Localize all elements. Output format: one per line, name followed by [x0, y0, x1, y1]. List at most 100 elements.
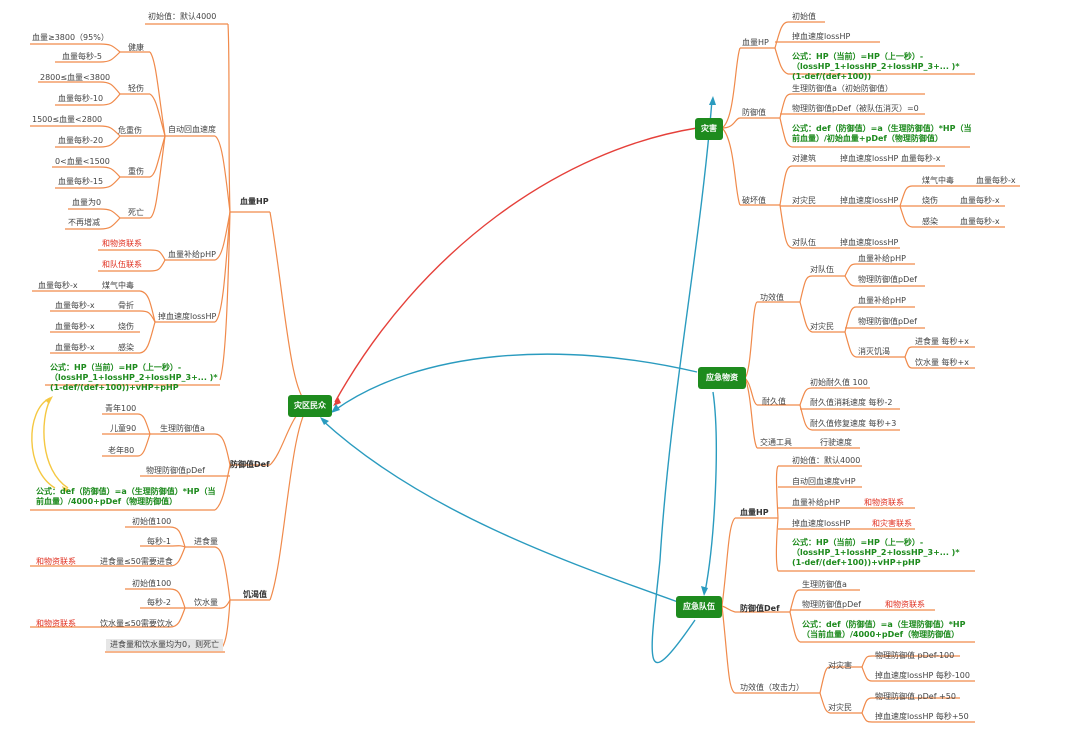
- civ-link-supplies[interactable]: 和物资联系: [102, 239, 142, 248]
- sup-drink[interactable]: 饮水量 每秒+x: [915, 358, 969, 367]
- center-team[interactable]: 应急队伍: [676, 596, 722, 618]
- civ-severe[interactable]: 重伤: [128, 167, 144, 176]
- sup-civ-pdef[interactable]: 物理防御值pDef: [858, 317, 917, 326]
- civ-light[interactable]: 轻伤: [128, 84, 144, 93]
- team-c-loss[interactable]: 掉血速度lossHP 每秒+50: [875, 712, 969, 721]
- dis-formula-def[interactable]: 公式：def（防御值）=a（生理防御值）*HP（当前血量）/初始血量+pDef（…: [792, 124, 972, 143]
- dis-infect-mx[interactable]: 血量每秒-x: [960, 217, 1000, 226]
- civ-m5[interactable]: 血量每秒-5: [62, 52, 102, 61]
- dis-burn[interactable]: 烧伤: [922, 196, 938, 205]
- civ-regen[interactable]: 自动回血速度: [168, 125, 216, 134]
- dis-gas[interactable]: 煤气中毒: [922, 176, 954, 185]
- civ-elder[interactable]: 老年80: [108, 446, 135, 455]
- civ-water-link[interactable]: 和物资联系: [36, 619, 76, 628]
- sup-transport[interactable]: 交通工具: [760, 438, 792, 447]
- civ-critical[interactable]: 危重伤: [118, 126, 142, 135]
- civ-hp3800[interactable]: 血量≥3800（95%）: [32, 33, 109, 42]
- sup-team-pdef[interactable]: 物理防御值pDef: [858, 275, 917, 284]
- sup-team-php[interactable]: 血量补给pHP: [858, 254, 906, 263]
- civ-m15[interactable]: 血量每秒-15: [58, 177, 104, 186]
- dis-to-build[interactable]: 对建筑: [792, 154, 816, 163]
- civ-child[interactable]: 儿童90: [110, 424, 137, 433]
- dis-loss[interactable]: 掉血速度lossHP: [792, 32, 851, 41]
- civ-food-link[interactable]: 和物资联系: [36, 557, 76, 566]
- team-physio[interactable]: 生理防御值a: [802, 580, 847, 589]
- sup-thirst[interactable]: 消灭饥渴: [858, 347, 890, 356]
- civ-die-note[interactable]: 进食量和饮水量均为0，则死亡: [106, 639, 224, 651]
- center-supplies[interactable]: 应急物资: [698, 367, 746, 389]
- team-to-civ[interactable]: 对灾民: [828, 703, 852, 712]
- civ-water[interactable]: 饮水量: [194, 598, 218, 607]
- civ-hunger[interactable]: 饥渴值: [243, 590, 267, 599]
- dis-formula-hp[interactable]: 公式：HP（当前）=HP（上一秒）-（lossHP_1+lossHP_2+los…: [792, 52, 960, 81]
- civ-formula-hp[interactable]: 公式：HP（当前）=HP（上一秒）-（lossHP_1+lossHP_2+los…: [50, 363, 218, 392]
- dis-hp[interactable]: 血量HP: [742, 38, 769, 47]
- sup-civ-php[interactable]: 血量补给pHP: [858, 296, 906, 305]
- sup-dur-init[interactable]: 初始耐久值 100: [810, 378, 868, 387]
- team-d-pdef[interactable]: 物理防御值 pDef-100: [875, 651, 955, 660]
- sup-to-civ[interactable]: 对灾民: [810, 322, 834, 331]
- civ-r1500[interactable]: 1500≤血量<2800: [32, 115, 103, 124]
- civ-food[interactable]: 进食量: [194, 537, 218, 546]
- civ-gas[interactable]: 煤气中毒: [102, 281, 134, 290]
- dis-infect[interactable]: 感染: [922, 217, 938, 226]
- sup-to-team[interactable]: 对队伍: [810, 265, 834, 274]
- civ-death[interactable]: 死亡: [128, 208, 144, 217]
- civ-water-rate[interactable]: 每秒-2: [147, 598, 171, 607]
- team-effect[interactable]: 功效值（攻击力）: [740, 683, 804, 692]
- civ-youth[interactable]: 青年100: [105, 404, 137, 413]
- civ-food-init[interactable]: 初始值100: [132, 517, 172, 526]
- civ-link-team[interactable]: 和队伍联系: [102, 260, 142, 269]
- team-physical[interactable]: 物理防御值pDef: [802, 600, 861, 609]
- civ-gas-mx[interactable]: 血量每秒-x: [38, 281, 78, 290]
- dis-build-loss[interactable]: 掉血速度lossHP 血量每秒-x: [840, 154, 941, 163]
- sup-dur-consume[interactable]: 耐久值消耗速度 每秒-2: [810, 398, 893, 407]
- dis-burn-mx[interactable]: 血量每秒-x: [960, 196, 1000, 205]
- civ-supply[interactable]: 血量补给pHP: [168, 250, 216, 259]
- dis-def[interactable]: 防御值: [742, 108, 766, 117]
- team-d-loss[interactable]: 掉血速度lossHP 每秒-100: [875, 671, 970, 680]
- team-regen[interactable]: 自动回血速度vHP: [792, 477, 856, 486]
- civ-physio[interactable]: 生理防御值a: [160, 424, 205, 433]
- team-def[interactable]: 防御值Def: [740, 604, 780, 613]
- civ-def[interactable]: 防御值Def: [230, 460, 270, 469]
- dis-to-civ[interactable]: 对灾民: [792, 196, 816, 205]
- civ-infect[interactable]: 感染: [118, 343, 134, 352]
- civ-food-rate[interactable]: 每秒-1: [147, 537, 171, 546]
- civ-init[interactable]: 初始值：默认4000: [148, 12, 217, 21]
- team-hp[interactable]: 血量HP: [740, 508, 769, 517]
- civ-burn-mx[interactable]: 血量每秒-x: [55, 322, 95, 331]
- team-link-disaster[interactable]: 和灾害联系: [872, 519, 912, 528]
- dis-civ-loss[interactable]: 掉血速度lossHP: [840, 196, 899, 205]
- civ-hp0[interactable]: 血量为0: [72, 198, 102, 207]
- civ-nochange[interactable]: 不再增减: [68, 218, 100, 227]
- civ-formula-def[interactable]: 公式：def（防御值）=a（生理防御值）*HP（当前血量）/4000+pDef（…: [36, 487, 216, 506]
- dis-physical[interactable]: 物理防御值pDef（被队伍消灭）=0: [792, 104, 919, 113]
- team-supply[interactable]: 血量补给pHP: [792, 498, 840, 507]
- dis-to-team[interactable]: 对队伍: [792, 238, 816, 247]
- civ-m10[interactable]: 血量每秒-10: [58, 94, 104, 103]
- center-civilians[interactable]: 灾区民众: [288, 395, 332, 417]
- sup-speed[interactable]: 行驶速度: [820, 438, 852, 447]
- dis-init[interactable]: 初始值: [792, 12, 816, 21]
- civ-water-need[interactable]: 饮水量≤50需要饮水: [100, 619, 173, 628]
- civ-r2800[interactable]: 2800≤血量<3800: [40, 73, 111, 82]
- civ-m20[interactable]: 血量每秒-20: [58, 136, 104, 145]
- sup-dur-repair[interactable]: 耐久值修复速度 每秒+3: [810, 419, 897, 428]
- civ-burn[interactable]: 烧伤: [118, 322, 134, 331]
- civ-r0[interactable]: 0<血量<1500: [55, 157, 110, 166]
- dis-gas-mx[interactable]: 血量每秒-x: [976, 176, 1016, 185]
- civ-infect-mx[interactable]: 血量每秒-x: [55, 343, 95, 352]
- team-to-disaster[interactable]: 对灾害: [828, 661, 852, 670]
- civ-physical[interactable]: 物理防御值pDef: [146, 466, 205, 475]
- dis-physio[interactable]: 生理防御值a（初始防御值）: [792, 84, 893, 93]
- civ-hp[interactable]: 血量HP: [240, 197, 269, 206]
- sup-durability[interactable]: 耐久值: [762, 397, 786, 406]
- civ-loss[interactable]: 掉血速度lossHP: [158, 312, 217, 321]
- civ-fracture-mx[interactable]: 血量每秒-x: [55, 301, 95, 310]
- civ-fracture[interactable]: 骨折: [118, 301, 134, 310]
- sup-eat[interactable]: 进食量 每秒+x: [915, 337, 969, 346]
- civ-food-need[interactable]: 进食量≤50需要进食: [100, 557, 173, 566]
- team-loss[interactable]: 掉血速度lossHP: [792, 519, 851, 528]
- team-link-supplies[interactable]: 和物资联系: [864, 498, 904, 507]
